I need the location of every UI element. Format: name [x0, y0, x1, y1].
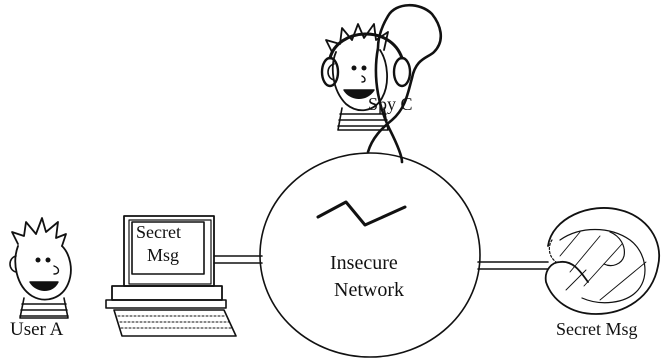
computer-icon	[105, 215, 237, 337]
spy-cord	[366, 3, 443, 164]
network-label-line1: Insecure	[330, 252, 398, 274]
spy-label: Spy C	[368, 94, 413, 114]
link-network-shell	[477, 261, 549, 270]
receiver-label: Secret Msg	[556, 319, 638, 339]
user-label: User A	[10, 319, 64, 340]
lightning-icon	[316, 200, 407, 227]
link-computer-network	[213, 255, 263, 264]
network-label-line2: Network	[334, 279, 404, 301]
spy-cartoon-icon	[320, 23, 412, 131]
network-circle	[259, 152, 481, 358]
user-cartoon-icon	[9, 217, 72, 319]
nautilus-shell-icon	[544, 207, 660, 315]
monitor-text-line2: Msg	[147, 245, 180, 265]
monitor-text-line1: Secret	[136, 222, 181, 242]
